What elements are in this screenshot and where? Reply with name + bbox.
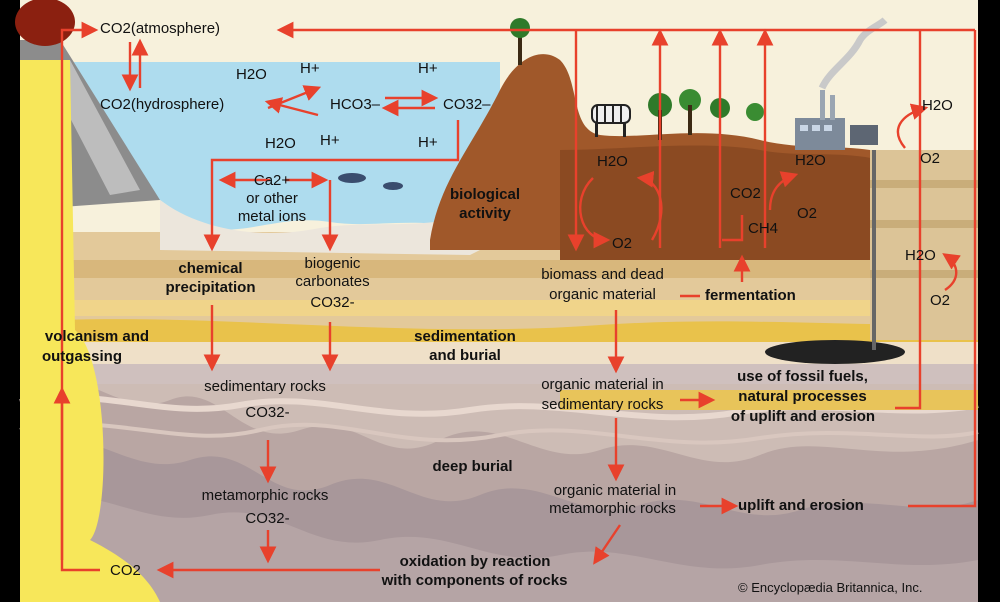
cycle-arrows <box>53 21 977 579</box>
co2-label: CO2 <box>730 185 761 202</box>
palm-tree-icon <box>510 18 530 65</box>
folded-rock-3 <box>20 495 978 602</box>
cliff <box>870 150 978 340</box>
biogenic-carbonates-label-2: carbonates <box>295 273 370 290</box>
h2o-label: H2O <box>795 152 826 169</box>
chemical-precipitation-label-2: precipitation <box>165 279 256 296</box>
biogenic-carbonates-label-1: biogenic <box>304 255 361 272</box>
o2-label: O2 <box>920 150 941 167</box>
bicarbonate-label: HCO3– <box>330 96 381 113</box>
fish-icon <box>338 173 403 190</box>
sediment-band <box>20 364 978 384</box>
rock-stripe <box>19 422 979 445</box>
sediment-band <box>560 390 978 410</box>
co2-output-label: CO2 <box>110 562 141 579</box>
organic-metamorphic-label-1: organic material in <box>553 482 677 499</box>
metamorphic-rocks-label: metamorphic rocks <box>201 487 329 504</box>
biogenic-carbonates-label-3: CO32- <box>310 294 355 311</box>
biological-activity-label-1: biological <box>449 186 520 203</box>
organic-sedimentary-label-2: sedimentary rocks <box>541 396 664 413</box>
deep-burial-label: deep burial <box>432 458 513 475</box>
oil-deposit <box>765 340 905 364</box>
volcano-eruption <box>15 0 75 46</box>
o2-label: O2 <box>797 205 818 222</box>
uplift-erosion-label: uplift and erosion <box>738 497 864 514</box>
fossil-fuels-label-3: of uplift and erosion <box>730 408 876 425</box>
h2o-label: H2O <box>597 153 628 170</box>
h2o-label: H2O <box>922 97 953 114</box>
sedimentary-carbonate-label: CO32- <box>245 404 290 421</box>
organic-sedimentary-label-1: organic material in <box>541 376 664 393</box>
volcanism-label-1: volcanism and <box>44 328 150 345</box>
h2o-label: H2O <box>236 66 267 83</box>
biomass-label-1: biomass and dead <box>541 266 664 283</box>
fossil-fuels-label-1: use of fossil fuels, <box>737 368 868 385</box>
sediment-band <box>20 300 978 316</box>
co2-hydrosphere-label: CO2(hydrosphere) <box>100 96 225 113</box>
copyright-credit: © Encyclopædia Britannica, Inc. <box>738 580 923 595</box>
cliff-band <box>870 270 978 278</box>
h2o-label: H2O <box>265 135 296 152</box>
organic-metamorphic-label-2: metamorphic rocks <box>549 500 676 517</box>
fossil-fuels-label-2: natural processes <box>738 388 867 405</box>
cliff-band <box>870 180 978 188</box>
chemical-precipitation-label-1: chemical <box>178 260 243 277</box>
oxidation-label-1: oxidation by reaction <box>399 553 551 570</box>
hplus-label: H+ <box>300 60 320 77</box>
metal-ions-label-2: or other <box>246 190 298 207</box>
volcanism-label-2: outgassing <box>41 348 122 365</box>
fermentation-label: fermentation <box>705 287 796 304</box>
metamorphic-carbonate-label: CO32- <box>245 510 290 527</box>
magma-plume <box>20 60 160 602</box>
sedimentary-rocks-label: sedimentary rocks <box>204 378 326 395</box>
carbonate-label: CO32– <box>443 96 491 113</box>
methane-label: CH4 <box>748 220 779 237</box>
metal-ions-label-3: metal ions <box>237 208 307 225</box>
biomass-label-2: organic material <box>549 286 656 303</box>
sediment-band <box>20 342 978 364</box>
sediment-gold-band <box>20 319 978 342</box>
oxidation-label-2: with components of rocks <box>381 572 568 589</box>
co2-atmosphere-label: CO2(atmosphere) <box>100 20 221 37</box>
factory-icon <box>795 17 888 150</box>
cliff-band <box>870 220 978 228</box>
sedimentation-label-1: sedimentation <box>414 328 516 345</box>
o2-label: O2 <box>612 235 633 252</box>
zebra-icon <box>591 104 631 137</box>
hplus-label: H+ <box>320 132 340 149</box>
h2o-label: H2O <box>905 247 936 264</box>
o2-label: O2 <box>930 292 951 309</box>
biological-activity-label-2: activity <box>459 205 511 222</box>
metal-ions-label-1: Ca2+ <box>253 172 291 189</box>
sedimentation-label-2: and burial <box>429 347 501 364</box>
hplus-label: H+ <box>418 60 438 77</box>
oil-well-pipe <box>872 150 876 350</box>
hplus-label: H+ <box>418 134 438 151</box>
